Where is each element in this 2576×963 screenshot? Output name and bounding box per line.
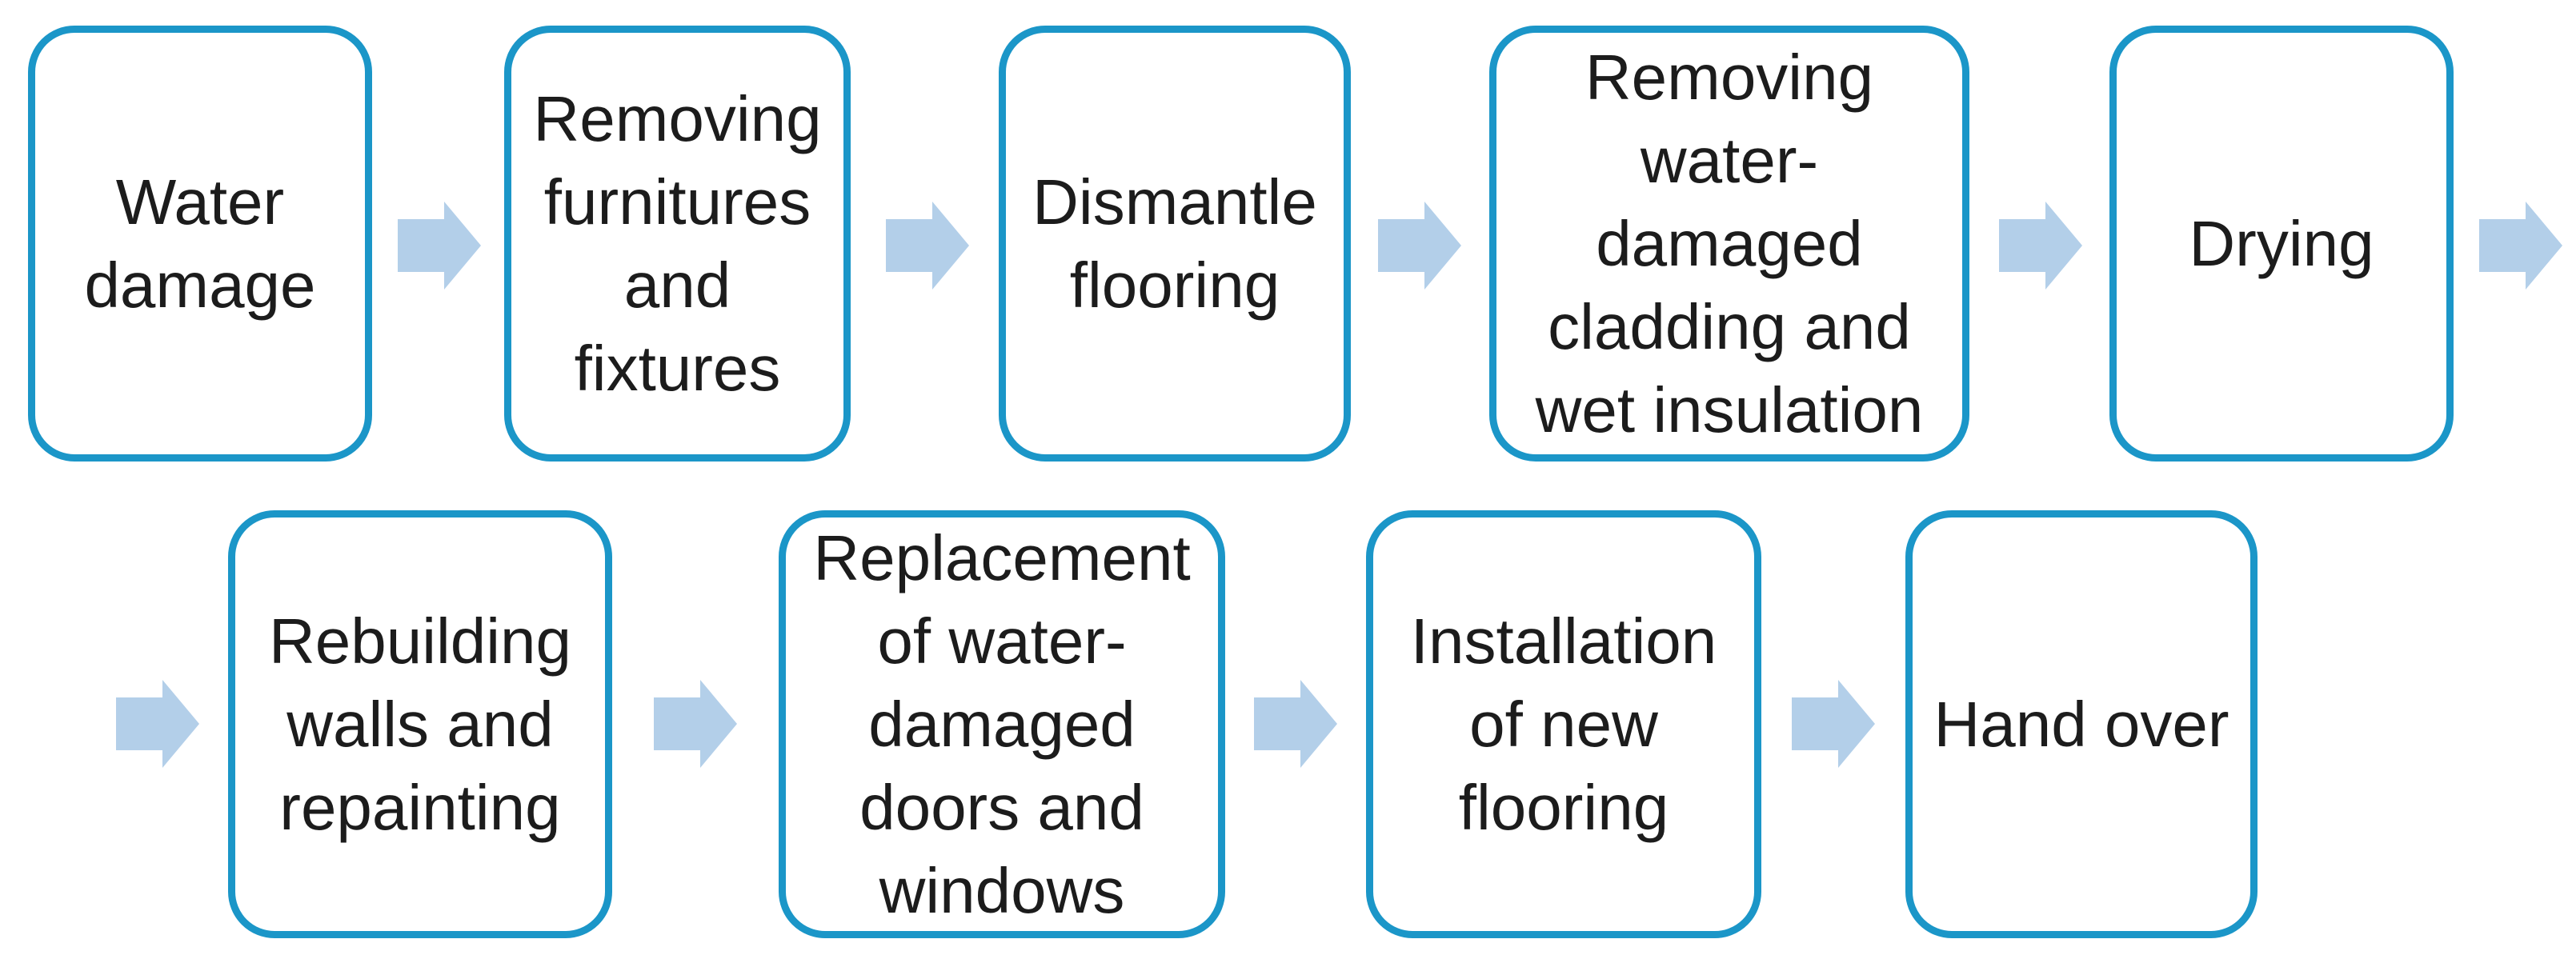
flow-step-removing-cladding: Removing water- damaged cladding and wet… [1489, 26, 1969, 462]
flow-step-label: Dismantle flooring [1032, 166, 1317, 321]
flow-step-label: Drying [2189, 207, 2374, 279]
flow-arrow-icon [886, 202, 969, 290]
flow-arrow-icon [1378, 202, 1461, 290]
flow-step-label: Rebuilding walls and repainting [268, 605, 572, 843]
flow-step-label: Water damage [84, 166, 316, 321]
flow-step-water-damage: Water damage [28, 26, 372, 462]
flow-step-label: Replacement of water- damaged doors and … [813, 521, 1191, 926]
flow-step-installation-flooring: Installation of new flooring [1366, 510, 1761, 938]
flow-arrow-icon [654, 680, 737, 768]
flow-step-removing-furnitures: Removing furnitures and fixtures [504, 26, 851, 462]
flow-step-replacement-doors-windows: Replacement of water- damaged doors and … [779, 510, 1225, 938]
flow-step-drying: Drying [2109, 26, 2454, 462]
flow-arrow-icon [116, 680, 199, 768]
flow-arrow-icon [1999, 202, 2082, 290]
flow-step-label: Removing water- damaged cladding and wet… [1535, 41, 1924, 446]
flow-step-rebuilding-walls: Rebuilding walls and repainting [228, 510, 612, 938]
flow-step-label: Hand over [1933, 688, 2229, 760]
flow-arrow-icon [398, 202, 481, 290]
flow-step-hand-over: Hand over [1905, 510, 2258, 938]
flow-arrow-icon [2479, 202, 2562, 290]
flow-step-label: Installation of new flooring [1410, 605, 1717, 843]
flow-step-dismantle-flooring: Dismantle flooring [999, 26, 1351, 462]
flow-arrow-icon [1792, 680, 1875, 768]
flow-arrow-icon [1254, 680, 1337, 768]
flow-step-label: Removing furnitures and fixtures [533, 82, 822, 404]
